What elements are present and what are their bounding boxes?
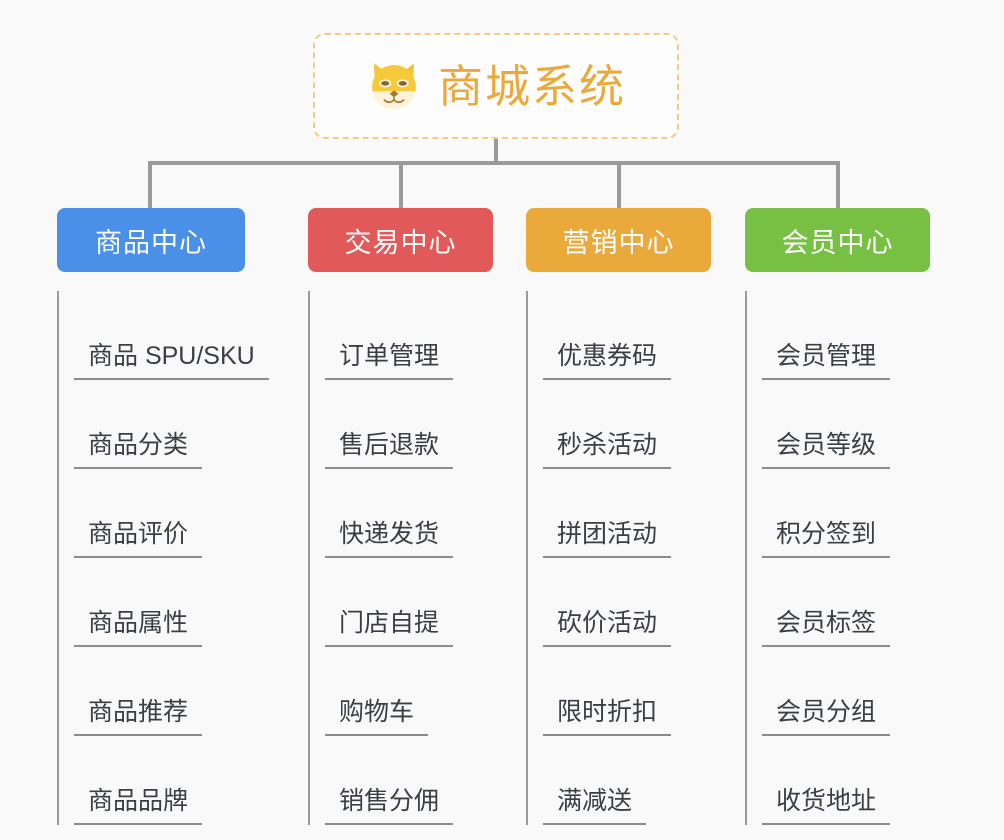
leaf-label: 商品 SPU/SKU (74, 342, 269, 380)
leaf-item[interactable]: 商品分类 (74, 380, 269, 469)
leaf-list-1: 商品 SPU/SKU 商品分类 商品评价 商品属性 商品推荐 商品品牌 (57, 291, 269, 825)
leaf-item[interactable]: 优惠券码 (543, 291, 711, 380)
root-node[interactable]: 商城系统 (313, 33, 679, 139)
leaf-item[interactable]: 商品 SPU/SKU (74, 291, 269, 380)
leaf-label: 门店自提 (325, 609, 454, 647)
branch-column-1: 商品中心 商品 SPU/SKU 商品分类 商品评价 商品属性 商品推荐 商品品牌 (57, 208, 269, 825)
leaf-label: 购物车 (325, 698, 429, 736)
leaf-label: 商品品牌 (74, 787, 203, 825)
leaf-item[interactable]: 会员分组 (762, 647, 930, 736)
connector-root-stem (494, 139, 498, 164)
leaf-label: 商品分类 (74, 431, 203, 469)
leaf-label: 快递发货 (325, 520, 454, 558)
leaf-label: 会员等级 (762, 431, 891, 469)
leaf-item[interactable]: 收货地址 (762, 736, 930, 825)
branch-column-4: 会员中心 会员管理 会员等级 积分签到 会员标签 会员分组 收货地址 (745, 208, 930, 825)
leaf-label: 收货地址 (762, 787, 891, 825)
leaf-label: 商品评价 (74, 520, 203, 558)
connector-drop-3 (617, 161, 621, 208)
leaf-label: 积分签到 (762, 520, 891, 558)
leaf-item[interactable]: 积分签到 (762, 469, 930, 558)
branch-title-3: 营销中心 (562, 227, 675, 258)
leaf-list-3: 优惠券码 秒杀活动 拼团活动 砍价活动 限时折扣 满减送 (526, 291, 711, 825)
branch-header-4[interactable]: 会员中心 (745, 208, 930, 272)
leaf-item[interactable]: 会员等级 (762, 380, 930, 469)
root-title: 商城系统 (437, 60, 626, 112)
branch-column-2: 交易中心 订单管理 售后退款 快递发货 门店自提 购物车 销售分佣 (308, 208, 493, 825)
branch-title-2: 交易中心 (344, 227, 457, 258)
leaf-item[interactable]: 购物车 (325, 647, 493, 736)
leaf-label: 满减送 (543, 787, 647, 825)
leaf-label: 订单管理 (325, 342, 454, 380)
leaf-item[interactable]: 售后退款 (325, 380, 493, 469)
connector-drop-2 (399, 161, 403, 208)
leaf-item[interactable]: 秒杀活动 (543, 380, 711, 469)
connector-drop-4 (836, 161, 840, 208)
leaf-item[interactable]: 商品评价 (74, 469, 269, 558)
leaf-label: 会员管理 (762, 342, 891, 380)
leaf-label: 销售分佣 (325, 787, 454, 825)
leaf-label: 优惠券码 (543, 342, 672, 380)
leaf-label: 秒杀活动 (543, 431, 672, 469)
leaf-label: 会员标签 (762, 609, 891, 647)
connector-drop-1 (148, 161, 152, 208)
branch-title-1: 商品中心 (95, 227, 207, 258)
leaf-list-4: 会员管理 会员等级 积分签到 会员标签 会员分组 收货地址 (745, 291, 930, 825)
leaf-item[interactable]: 商品属性 (74, 558, 269, 647)
leaf-item[interactable]: 会员标签 (762, 558, 930, 647)
leaf-item[interactable]: 满减送 (543, 736, 711, 825)
leaf-item[interactable]: 商品品牌 (74, 736, 269, 825)
leaf-label: 售后退款 (325, 431, 454, 469)
branch-title-4: 会员中心 (781, 227, 894, 258)
leaf-list-2: 订单管理 售后退款 快递发货 门店自提 购物车 销售分佣 (308, 291, 493, 825)
leaf-label: 会员分组 (762, 698, 891, 736)
shiba-dog-face-icon (372, 63, 416, 109)
leaf-item[interactable]: 快递发货 (325, 469, 493, 558)
leaf-item[interactable]: 销售分佣 (325, 736, 493, 825)
leaf-item[interactable]: 订单管理 (325, 291, 493, 380)
branch-header-1[interactable]: 商品中心 (57, 208, 245, 272)
leaf-label: 限时折扣 (543, 698, 672, 736)
leaf-item[interactable]: 商品推荐 (74, 647, 269, 736)
branch-column-3: 营销中心 优惠券码 秒杀活动 拼团活动 砍价活动 限时折扣 满减送 (526, 208, 711, 825)
leaf-label: 商品推荐 (74, 698, 203, 736)
leaf-item[interactable]: 会员管理 (762, 291, 930, 380)
leaf-label: 砍价活动 (543, 609, 672, 647)
leaf-item[interactable]: 门店自提 (325, 558, 493, 647)
branch-header-2[interactable]: 交易中心 (308, 208, 493, 272)
leaf-label: 商品属性 (74, 609, 203, 647)
leaf-item[interactable]: 砍价活动 (543, 558, 711, 647)
branch-header-3[interactable]: 营销中心 (526, 208, 711, 272)
leaf-item[interactable]: 拼团活动 (543, 469, 711, 558)
leaf-item[interactable]: 限时折扣 (543, 647, 711, 736)
connector-horizontal-bus (148, 161, 840, 165)
leaf-label: 拼团活动 (543, 520, 672, 558)
